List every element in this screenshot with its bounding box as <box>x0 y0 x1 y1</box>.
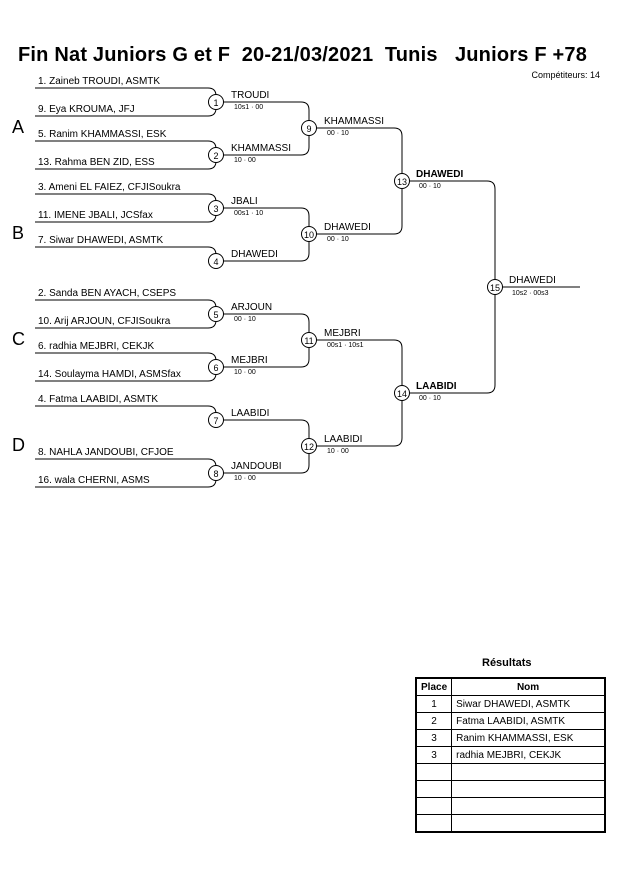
match-winner: LAABIDI <box>231 408 270 419</box>
match-score: 10 · 00 <box>234 475 256 482</box>
match-score: 00 · 10 <box>327 236 349 243</box>
match-score: 10s1 · 00 <box>234 104 264 111</box>
match-number: 13 <box>394 173 410 189</box>
final-score: 10s2 · 00s3 <box>512 290 549 297</box>
place-cell <box>415 814 453 833</box>
name-cell <box>451 814 606 833</box>
match-number: 11 <box>301 332 317 348</box>
place-cell: 3 <box>415 729 453 747</box>
name-cell: Fatma LAABIDI, ASMTK <box>451 712 606 730</box>
place-cell: 1 <box>415 695 453 713</box>
match-number: 7 <box>208 412 224 428</box>
match-winner: JBALI <box>231 196 258 207</box>
place-cell <box>415 780 453 798</box>
name-cell <box>451 797 606 815</box>
entrant-7: 7. Siwar DHAWEDI, ASMTK <box>38 235 164 246</box>
match-winner: DHAWEDI <box>324 222 371 233</box>
entrant-14: 14. Soulayma HAMDI, ASMSfax <box>38 369 181 380</box>
match-number: 8 <box>208 465 224 481</box>
match-score: 00 · 10 <box>234 316 256 323</box>
match-score: 10 · 00 <box>327 448 349 455</box>
name-cell <box>451 780 606 798</box>
final-winner: DHAWEDI <box>509 275 556 286</box>
match-number: 4 <box>208 253 224 269</box>
match-score: 00s1 · 10 <box>234 210 264 217</box>
table-row <box>415 763 606 781</box>
name-cell: Ranim KHAMMASSI, ESK <box>451 729 606 747</box>
pool-label-a: A <box>12 117 25 137</box>
page-title: Fin Nat Juniors G et F 20-21/03/2021 Tun… <box>18 44 588 66</box>
match-score: 00s1 · 10s1 <box>327 342 364 349</box>
table-row <box>415 814 606 833</box>
entrant-6: 6. radhia MEJBRI, CEKJK <box>38 341 155 352</box>
entrant-5: 5. Ranim KHAMMASSI, ESK <box>38 129 167 140</box>
match-number: 2 <box>208 147 224 163</box>
name-cell <box>451 763 606 781</box>
match-winner: KHAMMASSI <box>231 143 292 154</box>
match-number: 10 <box>301 226 317 242</box>
match-score: 10 · 00 <box>234 157 256 164</box>
match-winner: JANDOUBI <box>231 461 282 472</box>
name-cell: radhia MEJBRI, CEKJK <box>451 746 606 764</box>
match-number: 1 <box>208 94 224 110</box>
entrant-13: 13. Rahma BEN ZID, ESS <box>38 157 155 168</box>
place-cell <box>415 797 453 815</box>
match-score: 10 · 00 <box>234 369 256 376</box>
pool-label-d: D <box>12 435 25 455</box>
name-cell: Siwar DHAWEDI, ASMTK <box>451 695 606 713</box>
entrant-3: 3. Ameni EL FAIEZ, CFJISoukra <box>38 182 181 193</box>
match-winner: TROUDI <box>231 90 270 101</box>
entrant-16: 16. wala CHERNI, ASMS <box>38 475 150 486</box>
match-winner: LAABIDI <box>324 434 363 445</box>
match-score: 00 · 10 <box>419 183 441 190</box>
entrant-11: 11. IMENE JBALI, JCSfax <box>38 210 153 221</box>
match-winner: LAABIDI <box>416 381 457 392</box>
entrant-8: 8. NAHLA JANDOUBI, CFJOE <box>38 447 174 458</box>
place-header: Place <box>415 677 453 696</box>
match-number: 14 <box>394 385 410 401</box>
entrant-2: 2. Sanda BEN AYACH, CSEPS <box>38 288 177 299</box>
match-winner: DHAWEDI <box>416 169 464 180</box>
match-number: 12 <box>301 438 317 454</box>
match-number: 5 <box>208 306 224 322</box>
match-number: 9 <box>301 120 317 136</box>
place-cell: 2 <box>415 712 453 730</box>
pool-label-c: C <box>12 329 25 349</box>
match-winner: MEJBRI <box>231 355 268 366</box>
entrant-10: 10. Arij ARJOUN, CFJISoukra <box>38 316 171 327</box>
match-number: 6 <box>208 359 224 375</box>
entrant-4: 4. Fatma LAABIDI, ASMTK <box>38 394 159 405</box>
entrant-1: 1. Zaineb TROUDI, ASMTK <box>38 76 161 87</box>
place-cell: 3 <box>415 746 453 764</box>
name-header: Nom <box>451 677 606 696</box>
table-row <box>415 780 606 798</box>
match-number: 15 <box>487 279 503 295</box>
competitor-count: Compétiteurs: 14 <box>531 70 600 80</box>
entrant-9: 9. Eya KROUMA, JFJ <box>38 104 135 115</box>
pool-label-b: B <box>12 223 25 243</box>
match-score: 00 · 10 <box>419 395 441 402</box>
match-score: 00 · 10 <box>327 130 349 137</box>
match-winner: MEJBRI <box>324 328 361 339</box>
match-winner: KHAMMASSI <box>324 116 385 127</box>
match-winner: ARJOUN <box>231 302 273 313</box>
results-title: Résultats <box>482 657 532 669</box>
place-cell <box>415 763 453 781</box>
match-number: 3 <box>208 200 224 216</box>
table-row <box>415 797 606 815</box>
match-winner: DHAWEDI <box>231 249 278 260</box>
